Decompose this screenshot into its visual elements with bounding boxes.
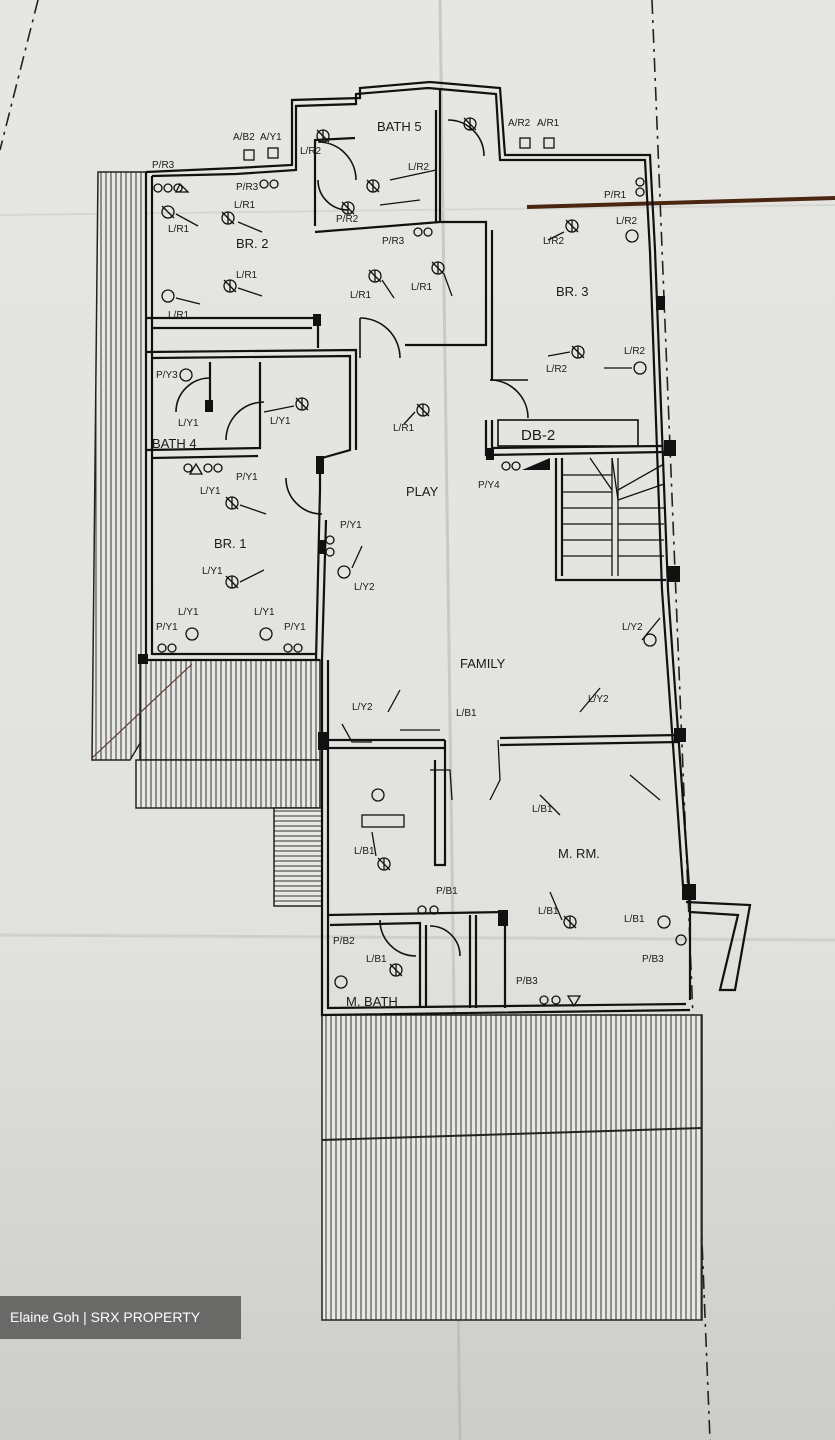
room-label-play: PLAY (406, 484, 439, 499)
circuit-label: L/Y2 (588, 694, 609, 705)
room-label-br1: BR. 1 (214, 536, 247, 551)
circuit-label: P/R3 (382, 236, 405, 247)
circuit-label: A/Y1 (260, 132, 282, 143)
circuit-label: L/R1 (236, 270, 258, 281)
south-roof-hatch (321, 1014, 703, 1321)
circuit-label: P/B3 (642, 954, 664, 965)
circuit-label: P/R3 (152, 160, 175, 171)
room-label-br2: BR. 2 (236, 236, 269, 251)
circuit-label: P/Y1 (284, 622, 306, 633)
circuit-label: P/Y3 (156, 370, 178, 381)
circuit-label: L/Y1 (202, 566, 223, 577)
circuit-label: A/R1 (537, 118, 560, 129)
circuit-label: P/Y1 (236, 472, 258, 483)
room-label-br3: BR. 3 (556, 284, 589, 299)
circuit-label: L/R1 (411, 282, 433, 293)
south-west-hatch (139, 659, 321, 761)
hatched-areas (91, 171, 703, 1321)
circuit-label: L/R2 (546, 364, 568, 375)
balcony-hatch (135, 759, 321, 809)
circuit-label: P/R3 (236, 182, 259, 193)
side-steps (273, 807, 323, 907)
door-swings (175, 119, 529, 957)
circuit-labels: A/B2 A/Y1 A/R2 A/R1 P/R3 P/R3 L/R1 L/R1 … (152, 118, 664, 987)
circuit-label: L/R2 (624, 346, 646, 357)
circuit-label: L/Y1 (178, 418, 199, 429)
circuit-label: L/B1 (366, 954, 387, 965)
circuit-label: A/B2 (233, 132, 255, 143)
watermark: Elaine Goh | SRX PROPERTY (0, 1296, 241, 1339)
circuit-label: L/Y2 (354, 582, 375, 593)
stair-treads (562, 457, 665, 576)
room-label-mbath: M. BATH (346, 994, 398, 1009)
circuit-label: P/B1 (436, 886, 458, 897)
circuit-label: L/R2 (300, 146, 322, 157)
room-label-db2: DB-2 (521, 427, 555, 444)
circuit-label: L/B1 (532, 804, 553, 815)
circuit-label: L/Y1 (270, 416, 291, 427)
circuit-label: L/R1 (234, 200, 256, 211)
circuit-label: L/R1 (168, 310, 190, 321)
circuit-label: P/R1 (604, 190, 627, 201)
room-label-bath5: BATH 5 (377, 119, 422, 134)
room-label-bath4: BATH 4 (152, 436, 197, 451)
circuit-label: P/B3 (516, 976, 538, 987)
circuit-label: L/R1 (350, 290, 372, 301)
circuit-label: L/Y1 (254, 607, 275, 618)
room-label-mrm: M. RM. (558, 846, 600, 861)
circuit-label: P/R2 (336, 214, 359, 225)
circuit-label: L/R1 (393, 423, 415, 434)
room-label-family: FAMILY (460, 656, 506, 671)
circuit-label: P/Y1 (340, 520, 362, 531)
circuit-label: L/R2 (543, 236, 565, 247)
circuit-label: L/B1 (354, 846, 375, 857)
columns (138, 296, 696, 926)
electrical-symbols (153, 117, 687, 1008)
circuit-label: L/B1 (538, 906, 559, 917)
circuit-label: P/B2 (333, 936, 355, 947)
room-labels: BATH 5 BR. 2 BR. 3 DB-2 BATH 4 PLAY BR. … (152, 119, 600, 1009)
circuit-label: L/Y1 (200, 486, 221, 497)
circuit-label: L/Y2 (352, 702, 373, 713)
circuit-label: L/R2 (616, 216, 638, 227)
distribution-board-db2 (497, 419, 639, 470)
circuit-label: L/Y2 (622, 622, 643, 633)
circuit-label: L/Y1 (178, 607, 199, 618)
circuit-label: A/R2 (508, 118, 531, 129)
circuit-label: P/Y1 (156, 622, 178, 633)
circuit-label: L/R1 (168, 224, 190, 235)
ink-mark (526, 196, 835, 209)
circuit-label: P/Y4 (478, 480, 500, 491)
circuit-label: L/R2 (408, 162, 430, 173)
circuit-label: L/B1 (456, 708, 477, 719)
circuit-label: L/B1 (624, 914, 645, 925)
